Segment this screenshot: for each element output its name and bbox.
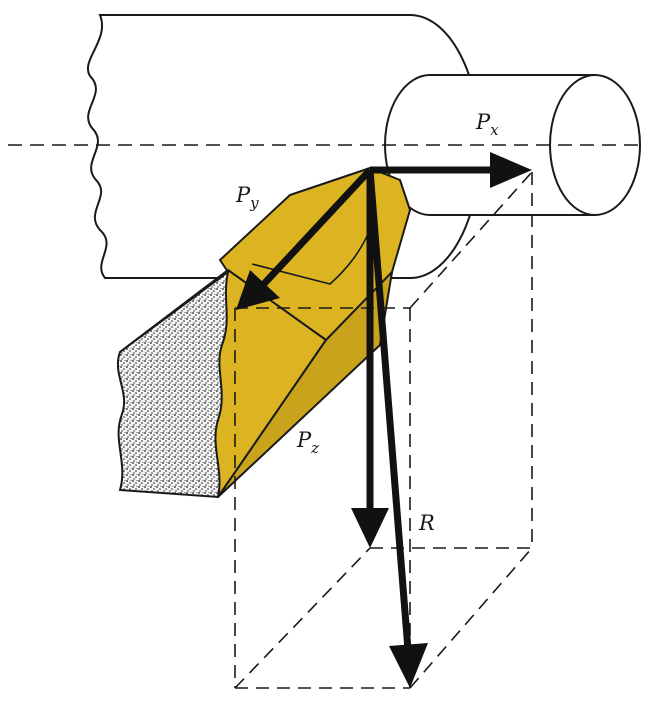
tool-shank-section xyxy=(116,269,230,499)
pz-arrow-head xyxy=(351,508,389,548)
label-py: Py xyxy=(235,183,259,212)
force-arrows xyxy=(236,152,532,688)
tool-side-face xyxy=(217,271,393,498)
py-arrow-head xyxy=(236,270,280,310)
machined-cylinder xyxy=(384,74,596,216)
py-arrow-shaft xyxy=(259,167,373,289)
px-arrow-head xyxy=(490,152,532,188)
r-arrow-head xyxy=(389,643,428,688)
label-pz: Pz xyxy=(296,428,319,457)
label-r: R xyxy=(418,511,435,535)
r-arrow-shaft xyxy=(366,169,412,651)
label-px: Px xyxy=(475,110,499,139)
